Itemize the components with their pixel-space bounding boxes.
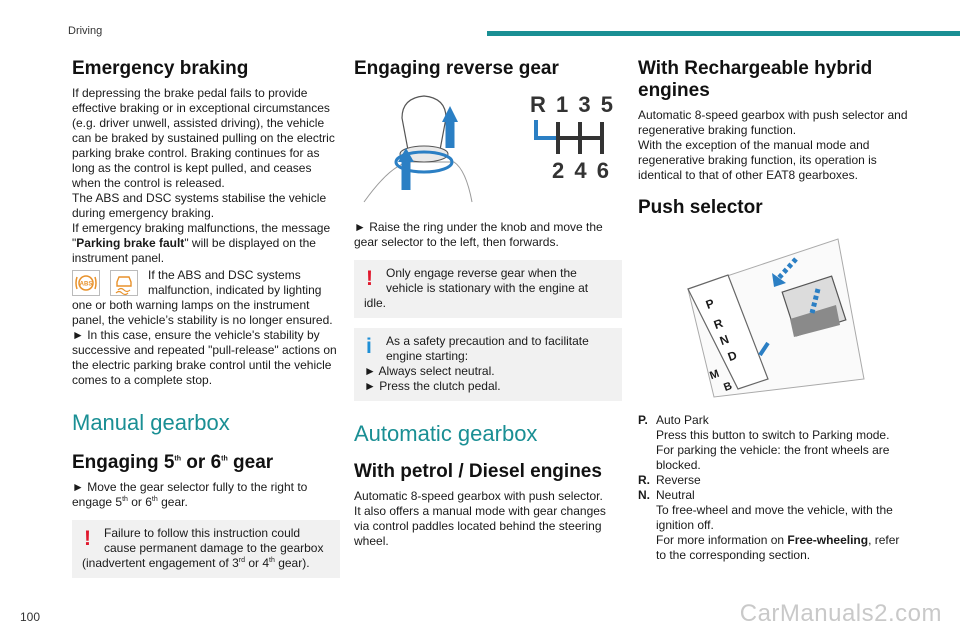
abs-action: ► In this case, ensure the vehicle's sta… (72, 328, 337, 387)
move-c: gear. (157, 495, 188, 509)
safety-info-line-4: ► Press the clutch pedal. (364, 379, 501, 393)
def-n-freewheel: For more information on Free-wheeling, r… (638, 533, 910, 563)
page-number: 100 (20, 610, 41, 624)
gear-pattern-bottom: 2 4 6 (552, 158, 611, 183)
def-n-key: N. (638, 488, 650, 502)
move-selector-instruction: ► Move the gear selector fully to the ri… (72, 480, 340, 510)
def-r: R. Reverse (638, 473, 910, 488)
engage-title-a: Engaging 5 (72, 452, 175, 473)
move-sup1: th (122, 496, 128, 503)
dsc-warning-icon (110, 270, 138, 296)
warn-l3-c: gear). (274, 556, 310, 570)
def-r-key: R. (638, 473, 650, 487)
def-p-line-1: Press this button to switch to Parking m… (656, 428, 890, 442)
engage-5-6-title: Engaging 5th or 6th gear (72, 452, 340, 474)
engage-title-c: gear (227, 452, 274, 473)
abs-paragraph-rest: one or both warning lamps on the instrum… (72, 298, 333, 327)
def-p: P. Auto Park Press this button to switch … (638, 413, 910, 473)
def-p-key: P. (638, 413, 648, 427)
column-right: With Rechargeable hybrid engines Automat… (638, 56, 910, 563)
gearbox-warning-box: ! Failure to follow this instruction cou… (72, 520, 340, 578)
petrol-paragraph-2: It also offers a manual mode with gear c… (354, 504, 606, 548)
def-n-label: Neutral (656, 488, 695, 502)
emergency-paragraph-1: If depressing the brake pedal fails to p… (72, 86, 335, 190)
reverse-gear-title: Engaging reverse gear (354, 58, 559, 79)
header-accent-bar (487, 31, 960, 36)
reverse-warning-line-3: idle. (364, 296, 387, 310)
freewheel-c: , refer to the corresponding section. (656, 533, 900, 562)
abs-line-1: If the ABS and DSC systems (148, 268, 301, 282)
push-selector-drawing (687, 238, 865, 398)
definition-list: P. Auto Park Press this button to switch … (638, 413, 910, 563)
emergency-paragraph-3: If emergency braking malfunctions, the m… (72, 221, 340, 266)
engage-title-sup1: th (174, 455, 182, 463)
safety-info-box: i As a safety precaution and to facilita… (354, 328, 622, 401)
svg-text:ABS: ABS (80, 282, 93, 288)
petrol-paragraph-1: Automatic 8-speed gearbox with push sele… (354, 489, 603, 503)
def-p-line-2: For parking the vehicle: the front wheel… (656, 443, 890, 472)
emergency-braking-title: Emergency braking (72, 58, 249, 79)
manual-gearbox-title: Manual gearbox (72, 410, 230, 435)
abs-warning-row: ABS If the ABS and DSC systems malfuncti… (72, 268, 340, 298)
header-title: Driving (68, 25, 103, 37)
hybrid-paragraph-2: With the exception of the manual mode an… (638, 138, 877, 182)
warn-l3-sup1: rd (238, 557, 246, 564)
engage-title-sup2: th (221, 455, 228, 463)
def-n: N. Neutral To free-wheel and move the veh… (638, 488, 910, 563)
gear-pattern-top: R 1 3 5 (530, 92, 615, 117)
engage-title-b: or 6 (181, 452, 222, 473)
freewheel-a: For more information on (656, 533, 788, 547)
automatic-gearbox-title: Automatic gearbox (354, 421, 538, 446)
parking-brake-fault-message: Parking brake fault (76, 236, 185, 250)
freewheel-link-text: Free-wheeling (787, 533, 869, 547)
def-r-label: Reverse (656, 473, 701, 487)
reverse-gear-illustration: R 1 3 5 2 4 6 (354, 90, 622, 210)
info-icon: i (366, 335, 372, 358)
reverse-warning-line-2: vehicle is stationary with the engine at (386, 281, 589, 295)
hybrid-paragraph-1: Automatic 8-speed gearbox with push sele… (638, 108, 908, 137)
push-selector-illustration: P R N D M B (638, 229, 910, 399)
column-left: Emergency braking If depressing the brak… (72, 56, 340, 578)
warn-l3-b: or 4 (245, 556, 270, 570)
warn-l3-sup2: th (269, 557, 275, 564)
push-selector-title: Push selector (638, 197, 763, 218)
gearbox-warning-line-1: Failure to follow this instruction could (104, 526, 301, 540)
safety-info-line-3: ► Always select neutral. (364, 364, 495, 378)
gear-pattern-lines (534, 120, 604, 154)
emergency-p3-start: If emergency braking malfunctions, the m… (72, 221, 331, 250)
gearbox-warning-line-3: (inadvertent engagement of 3rd or 4th ge… (82, 556, 332, 571)
column-middle: Engaging reverse gear R 1 3 5 2 4 6 ► Ra… (354, 56, 622, 549)
reverse-warning-box: ! Only engage reverse gear when the vehi… (354, 260, 622, 318)
abs-line-2: malfunction, indicated by lighting (148, 283, 322, 297)
gearbox-warning-line-2: cause permanent damage to the gearbox (104, 541, 324, 555)
emergency-p3-end: " will be displayed on the instrument pa… (72, 236, 316, 265)
watermark: CarManuals2.com (739, 600, 942, 627)
warning-icon: ! (84, 527, 91, 550)
abs-warning-icon: ABS (72, 270, 100, 296)
hybrid-title: With Rechargeable hybrid engines (638, 58, 873, 101)
emergency-paragraph-2: The ABS and DSC systems stabilise the ve… (72, 191, 327, 220)
move-b: or 6 (127, 495, 152, 509)
move-a: ► Move the gear selector fully to the ri… (72, 480, 308, 509)
petrol-diesel-title: With petrol / Diesel engines (354, 461, 602, 482)
safety-info-line-1: As a safety precaution and to facilitate (386, 334, 589, 348)
warning-icon: ! (366, 267, 373, 290)
reverse-warning-line-1: Only engage reverse gear when the (386, 266, 577, 280)
safety-info-line-2: engine starting: (386, 349, 469, 363)
move-sup2: th (151, 496, 158, 503)
raise-ring-instruction: ► Raise the ring under the knob and move… (354, 220, 603, 249)
warn-l3-a: (inadvertent engagement of 3 (82, 556, 239, 570)
def-n-line-1: To free-wheel and move the vehicle, with… (656, 503, 893, 532)
gear-knob-drawing (363, 95, 473, 203)
def-p-label: Auto Park (656, 413, 709, 427)
